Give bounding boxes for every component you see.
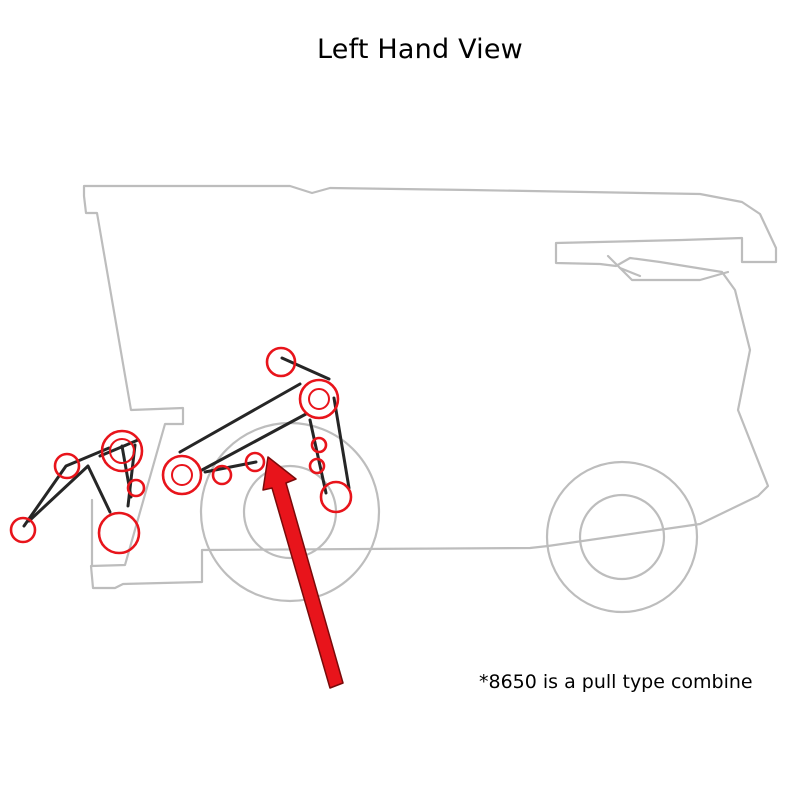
belt-front-left [22, 446, 111, 528]
pulley-drive-left [161, 454, 203, 496]
belt-upper-top [280, 356, 331, 381]
pulley-mid-right-a [310, 436, 328, 454]
belt-diagonal [200, 412, 308, 472]
pulleys [9, 346, 353, 555]
diagram-note: *8650 is a pull type combine [479, 671, 753, 693]
pulley-drive-left-inner [171, 464, 193, 486]
pointer-arrow [262, 456, 344, 689]
combine-body-outline [82, 184, 778, 590]
drive-belts [22, 356, 351, 528]
belt-right-inner [308, 418, 328, 495]
belt-right-down [332, 396, 351, 490]
pulley-feeder-small [126, 478, 146, 498]
pulley-feeder-large-inner [109, 438, 135, 464]
pulley-mid-right-b [308, 457, 326, 475]
pulley-feeder-lower [97, 511, 141, 555]
pulley-front-tip [9, 516, 37, 544]
rear-wheel [545, 460, 699, 614]
belt-front-left-lower [27, 464, 112, 523]
pulley-top [265, 346, 297, 378]
belt-upper-left [178, 382, 302, 454]
pulley-upper-right [298, 378, 340, 420]
arrow-shaft-and-head [262, 456, 344, 689]
pulley-feeder-large [100, 429, 144, 473]
pulley-header-upper [53, 452, 81, 480]
diagram-title: Left Hand View [317, 34, 523, 65]
pulley-idler-a [211, 464, 233, 486]
pulley-idler-b [244, 451, 266, 473]
pulley-lower-right [319, 480, 353, 514]
pulley-upper-right-inner [308, 388, 330, 410]
